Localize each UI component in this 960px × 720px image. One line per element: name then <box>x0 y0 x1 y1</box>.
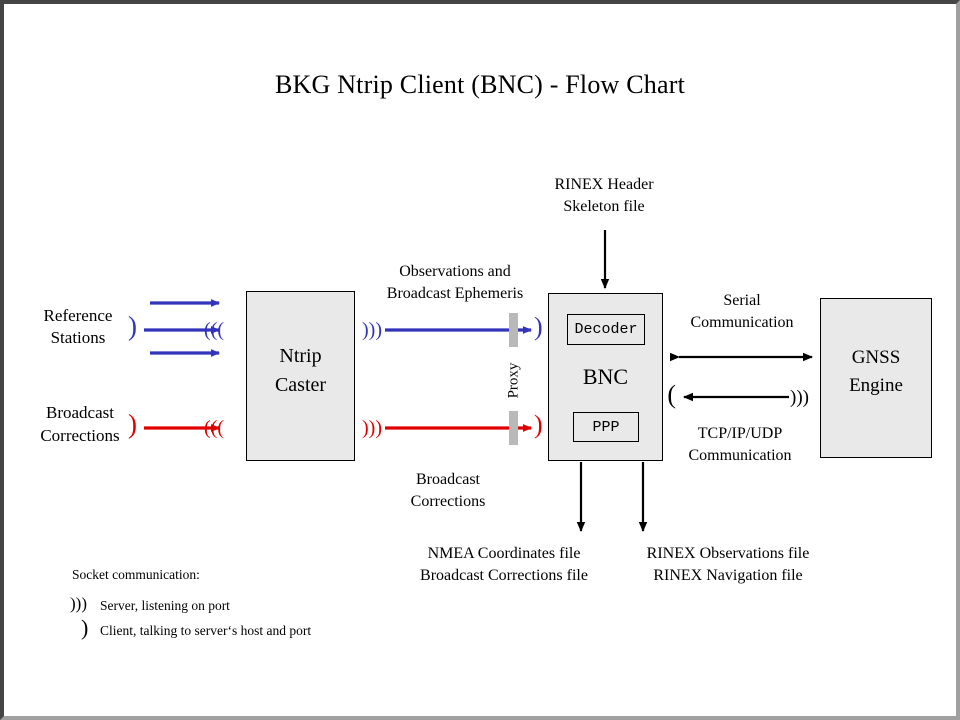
broadcast-corrections-source-label-line2: Corrections <box>40 426 120 445</box>
serial-communication-label-line1: Serial <box>723 292 761 309</box>
ntrip-caster-label-line2: Caster <box>274 374 327 396</box>
tcpip-communication-label-line2: Communication <box>688 447 792 464</box>
ntrip-caster-label-line1: Ntrip <box>279 345 322 367</box>
reference-stations-label-line2: Stations <box>50 328 106 347</box>
client-paren-icon-bnc-tcpip: ) <box>667 380 676 409</box>
bnc-label: BNC <box>582 364 629 389</box>
output-right-label-line1: RINEX Observations file <box>646 545 810 562</box>
legend-title: Socket communication: <box>72 567 200 582</box>
output-right-label-line2: RINEX Navigation file <box>653 567 803 584</box>
reference-stations-label-line1: Reference <box>43 306 113 325</box>
bnc-ppp-subbox[interactable]: PPP <box>573 412 639 442</box>
observations-label-line1: Observations and <box>399 263 511 280</box>
server-antenna-icon-caster-in-red: ))) <box>204 417 224 439</box>
proxy-bar-lower <box>509 411 518 445</box>
rinex-header-label-line2: Skeleton file <box>563 198 645 215</box>
output-left-label-line1: NMEA Coordinates file <box>427 545 581 562</box>
proxy-label: Proxy <box>505 362 522 399</box>
proxy-bar-upper <box>509 313 518 347</box>
tcpip-communication-label-line1: TCP/IP/UDP <box>697 425 783 442</box>
legend-client-text: Client, talking to server‘s host and por… <box>100 623 312 638</box>
client-paren-icon-broadcast-corrections: ) <box>128 409 137 439</box>
server-antenna-icon-caster-out-red: ))) <box>362 417 382 439</box>
reference-station-arrows <box>144 299 220 357</box>
bnc-output-arrows <box>576 462 648 532</box>
gnss-engine-box[interactable]: GNSS Engine <box>820 298 932 458</box>
ntrip-caster-box[interactable]: Ntrip Caster <box>246 291 355 461</box>
gnss-engine-label-line2: Engine <box>849 375 903 396</box>
server-antenna-icon-caster-out-blue: ))) <box>362 319 382 341</box>
page-title: BKG Ntrip Client (BNC) - Flow Chart <box>275 70 685 99</box>
rinex-header-label-line1: RINEX Header <box>554 176 654 193</box>
output-left-label-line2: Broadcast Corrections file <box>420 567 588 584</box>
bnc-decoder-subbox[interactable]: Decoder <box>567 314 645 345</box>
serial-communication-label-line2: Communication <box>690 314 794 331</box>
broadcast-corrections-source-label-line1: Broadcast <box>46 403 114 422</box>
client-paren-icon-bnc-corrections: ) <box>534 410 543 439</box>
observations-label-line2: Broadcast Ephemeris <box>386 285 524 302</box>
gnss-engine-label-line1: GNSS <box>851 347 901 368</box>
legend-server-text: Server, listening on port <box>100 598 230 613</box>
client-paren-icon-legend: ) <box>81 615 89 640</box>
bnc-box[interactable]: Decoder BNC PPP <box>548 293 663 461</box>
server-antenna-icon-gnss-engine: ))) <box>790 387 809 408</box>
client-paren-icon-bnc-observations: ) <box>534 312 543 341</box>
server-antenna-icon-caster-in-blue: ))) <box>204 319 224 341</box>
broadcast-corrections-flow-label-line1: Broadcast <box>416 471 480 488</box>
server-antenna-icon-legend: ))) <box>70 594 87 613</box>
broadcast-corrections-flow-label-line2: Corrections <box>410 493 486 510</box>
client-paren-icon-reference-stations: ) <box>128 311 137 341</box>
